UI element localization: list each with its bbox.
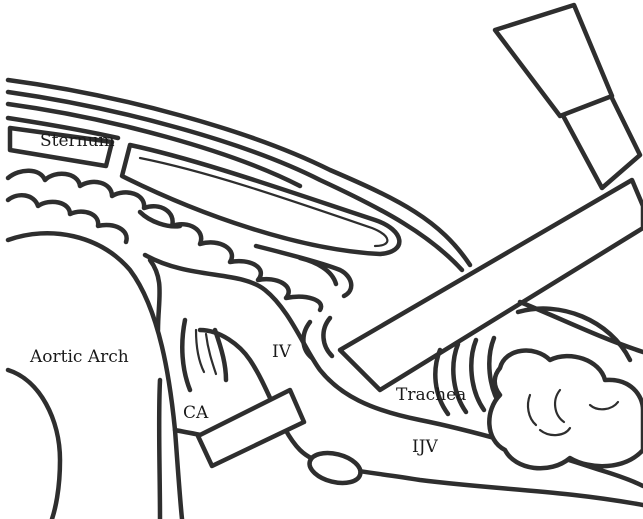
retractor-strap [198, 390, 304, 466]
vessel-rings [303, 318, 332, 358]
lymph-node [306, 448, 363, 488]
label-ca: CA [183, 403, 209, 423]
label-ijv: IJV [412, 437, 439, 457]
label-trachea: Trachea [396, 385, 466, 405]
label-sternum: Sternum [40, 131, 115, 151]
label-aortic-arch: Aortic Arch [29, 347, 129, 367]
label-iv: IV [272, 342, 292, 362]
thyroid-mass [489, 351, 643, 469]
right-contours [520, 302, 643, 352]
